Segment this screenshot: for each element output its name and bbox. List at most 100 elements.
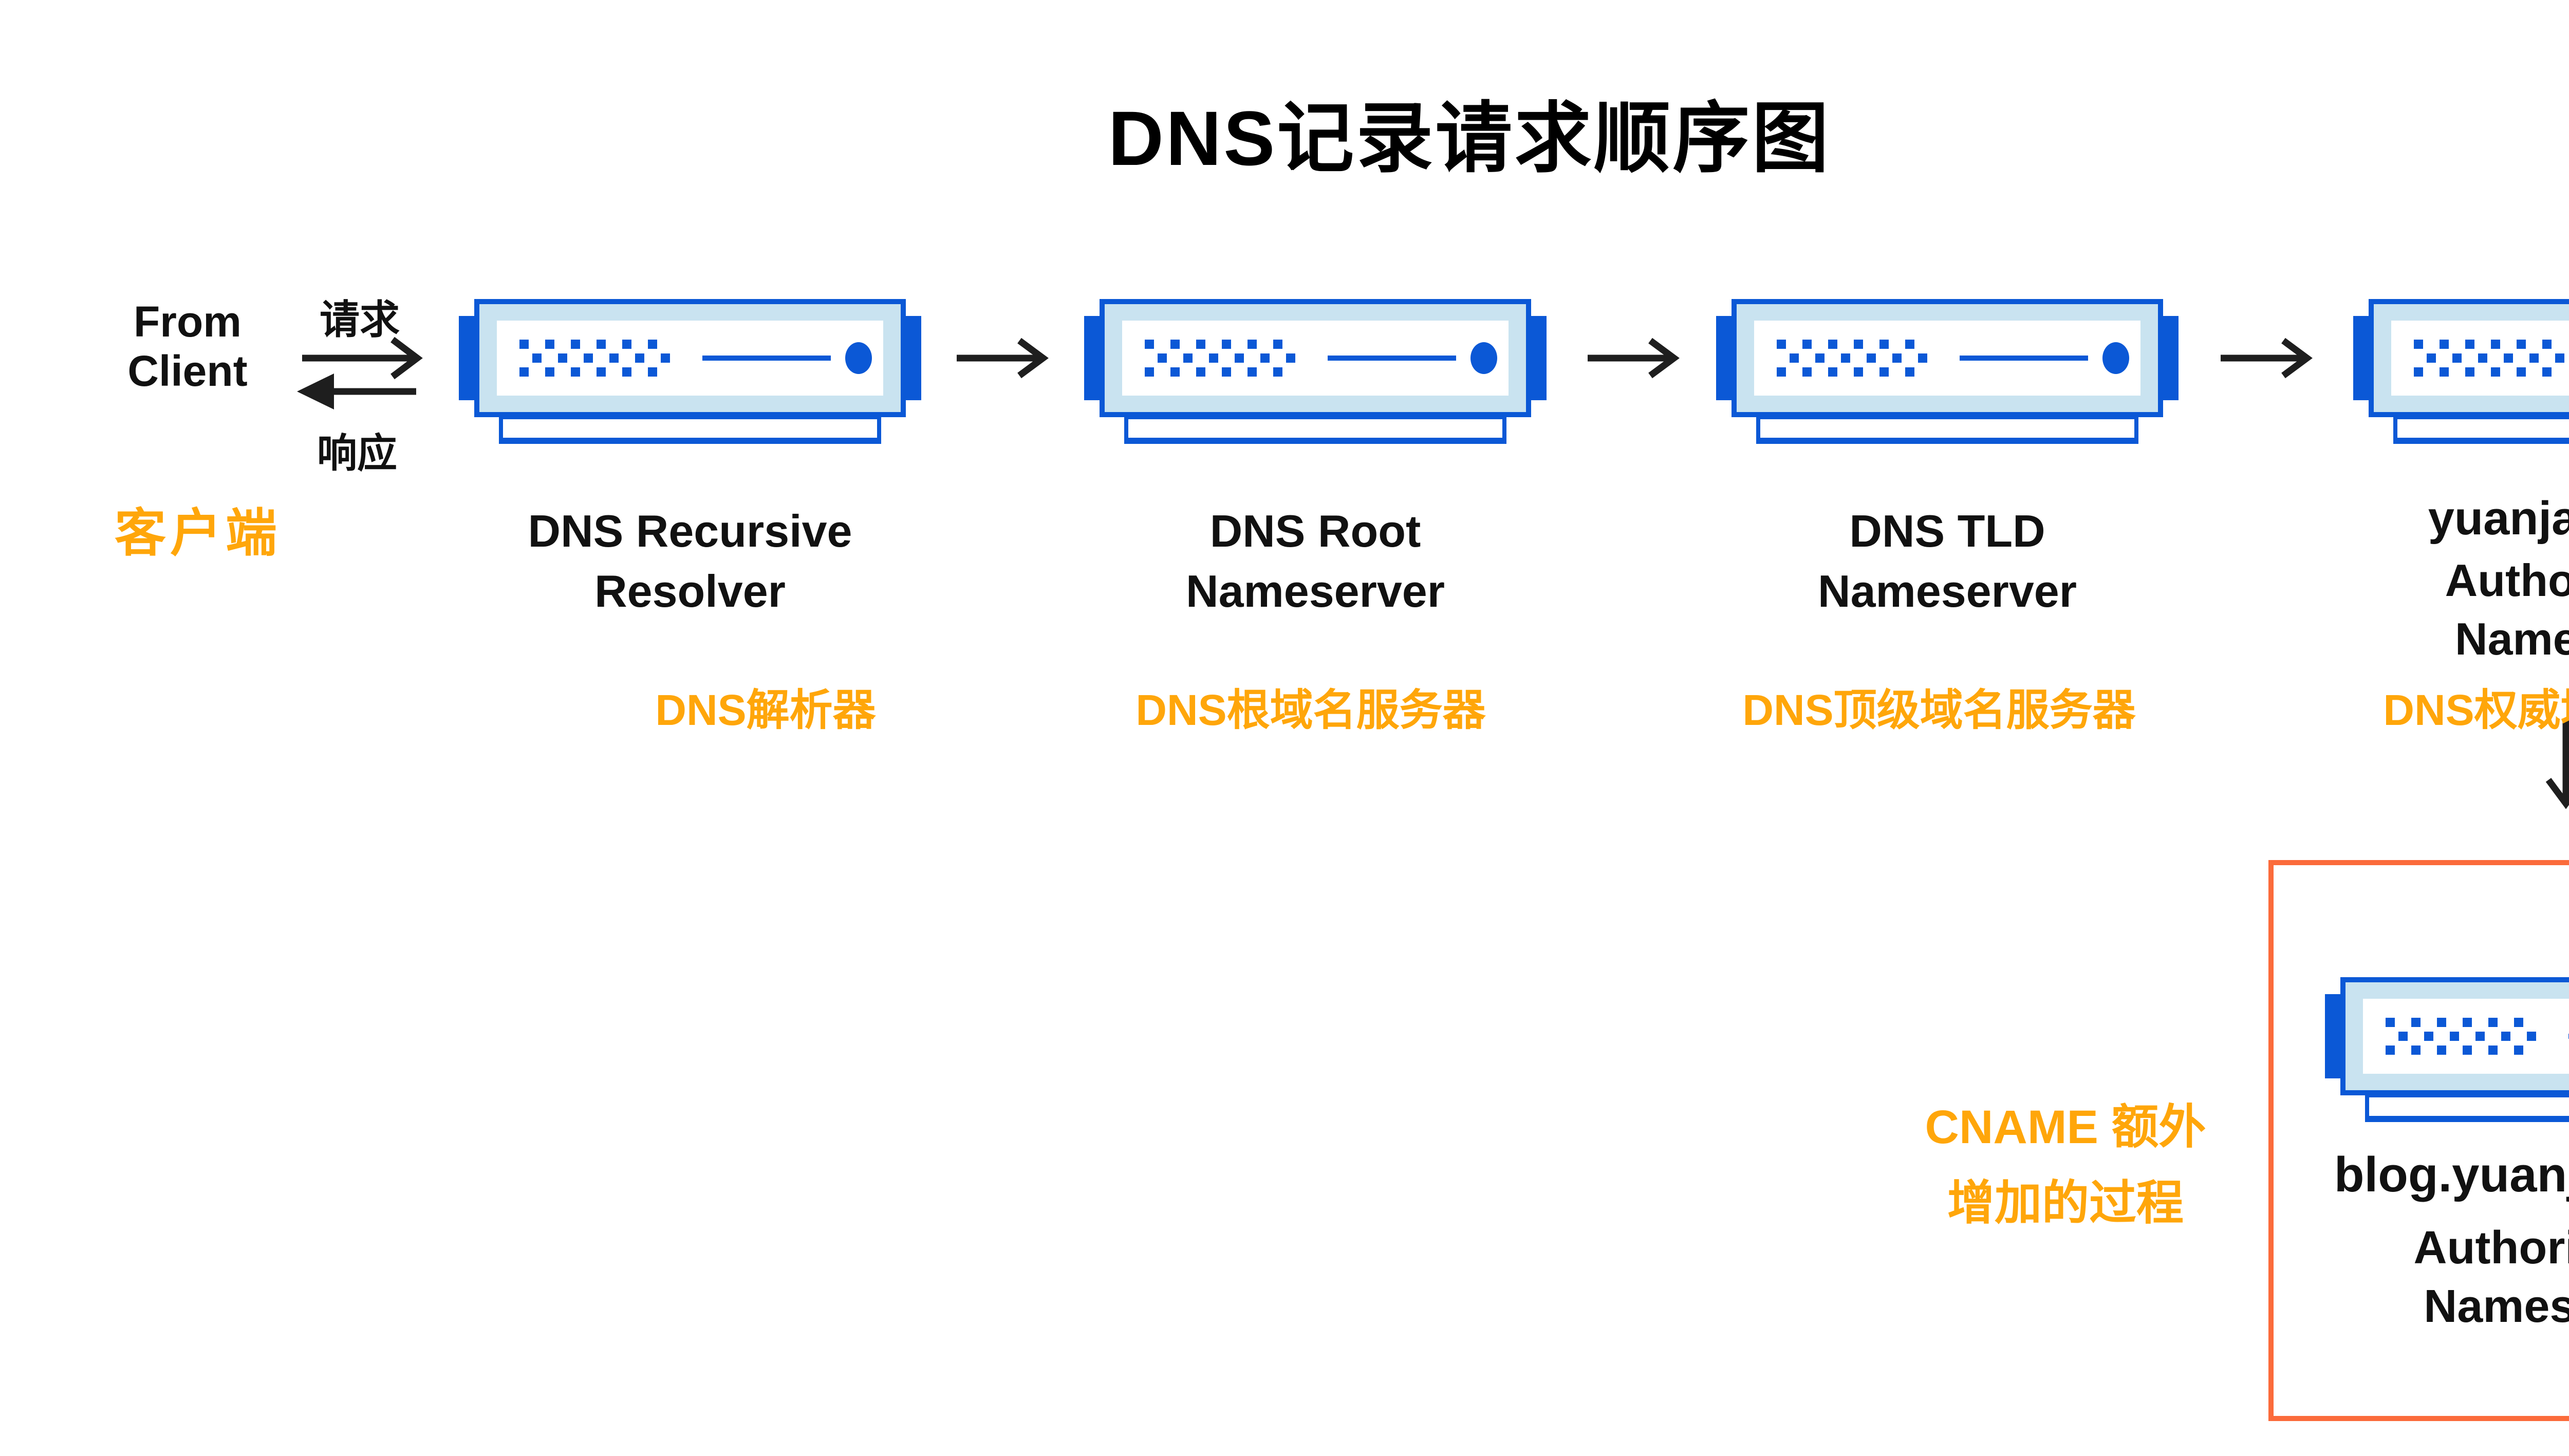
blog-domain-label: blog.yuanjava.com <box>2334 1147 2569 1202</box>
server-dot <box>1260 353 1270 363</box>
server-dot <box>2491 340 2500 349</box>
server-dot <box>1183 353 1193 363</box>
flow-arrow-right-icon-2 <box>1588 338 1680 379</box>
server-dot <box>1235 353 1244 363</box>
server-dot <box>597 367 606 377</box>
server-body <box>1100 299 1531 417</box>
server-dot <box>1802 340 1812 349</box>
server-dot-row <box>519 340 670 349</box>
server-dot <box>1170 340 1180 349</box>
server-dot <box>2542 367 2552 377</box>
server-dot-row <box>1158 353 1295 363</box>
server-icon-tld-nameserver <box>1716 299 2179 448</box>
server-dot <box>1828 340 1837 349</box>
server-dot-row <box>519 367 670 377</box>
server-dot-row <box>2386 1046 2536 1055</box>
server-dot <box>2440 367 2449 377</box>
server-label-zh-authoritative: DNS权威域名服务器 <box>2383 686 2569 734</box>
server-dot <box>1828 367 1837 377</box>
server-dot <box>1905 340 1914 349</box>
server-dot <box>2437 1046 2446 1055</box>
server-dot <box>2427 353 2436 363</box>
server-label-root-nameserver: DNS Root Nameserver <box>1033 501 1598 621</box>
response-label: 响应 <box>317 431 397 476</box>
server-dot <box>2475 1032 2485 1041</box>
server-dot <box>1170 367 1180 377</box>
server-dot <box>1867 353 1876 363</box>
server-dot <box>532 353 542 363</box>
server-dot <box>2488 1018 2498 1027</box>
server-label-line: DNS Root <box>1209 506 1421 556</box>
cname-note-line: 增加的过程 <box>1947 1177 2184 1229</box>
server-dot <box>2514 1046 2523 1055</box>
request-label: 请求 <box>319 297 400 342</box>
server-dot <box>1286 353 1295 363</box>
server-dot <box>1145 340 1154 349</box>
server-icon-blog-authoritative-nameserver <box>2325 977 2569 1126</box>
server-panel <box>497 321 883 396</box>
server-dot <box>635 353 644 363</box>
server-panel <box>1122 321 1509 396</box>
client-label-line2: Client <box>127 347 248 395</box>
server-dots-pattern <box>2414 340 2564 377</box>
server-panel <box>1754 321 2140 396</box>
flow-arrow-right-icon-1 <box>957 338 1049 379</box>
server-dot <box>558 353 567 363</box>
server-label-tld-nameserver: DNS TLD Nameserver <box>1665 501 2230 621</box>
server-dot <box>1905 367 1914 377</box>
server-dot <box>648 340 657 349</box>
server-dot <box>2529 353 2539 363</box>
server-dot-row <box>1145 340 1295 349</box>
server-label-line: Nameserver <box>1818 566 2077 617</box>
server-dot <box>1273 367 1282 377</box>
server-dot <box>2386 1046 2395 1055</box>
server-indicator-light <box>845 342 872 374</box>
arrow-head <box>2281 338 2313 379</box>
server-dot <box>519 367 529 377</box>
blog-label-line: Nameserver <box>2424 1281 2569 1332</box>
server-dot-row <box>2398 1032 2536 1041</box>
server-base <box>2365 1093 2569 1122</box>
server-dot <box>1879 340 1889 349</box>
server-dot-row <box>2427 353 2564 363</box>
server-line <box>702 356 831 361</box>
server-label-zh-tld: DNS顶级域名服务器 <box>1742 686 2136 734</box>
server-dot <box>1196 340 1205 349</box>
server-dot <box>1879 367 1889 377</box>
server-dots-pattern <box>2386 1018 2536 1055</box>
server-dot <box>622 340 631 349</box>
server-dot <box>1196 367 1205 377</box>
server-indicator-light <box>2102 342 2129 374</box>
server-dot <box>2437 1018 2446 1027</box>
server-label-line: Nameserver <box>2455 613 2569 664</box>
server-dot <box>1273 340 1282 349</box>
server-dot <box>2452 353 2462 363</box>
server-label-recursive-resolver: DNS Recursive Resolver <box>407 501 973 621</box>
server-line <box>1328 356 1456 361</box>
server-line <box>1960 356 2088 361</box>
blog-authoritative-label: Authoritative Nameserver <box>2274 1219 2569 1336</box>
server-base <box>1756 415 2138 444</box>
arrow-head <box>2545 778 2569 809</box>
server-body <box>474 299 906 417</box>
server-dot <box>519 340 529 349</box>
server-dot <box>2478 353 2487 363</box>
server-dot <box>1248 367 1257 377</box>
server-dot-row <box>2414 367 2564 377</box>
domain-label: yuanjava.com <box>2428 492 2569 545</box>
server-dot <box>2517 340 2526 349</box>
server-label-line: Resolver <box>594 566 786 617</box>
server-base <box>499 415 881 444</box>
server-dot <box>1802 367 1812 377</box>
server-dot <box>2504 353 2513 363</box>
cname-note: CNAME 额外 增加的过程 <box>1793 1089 2338 1241</box>
server-dot <box>2411 1046 2421 1055</box>
server-dot <box>2542 340 2552 349</box>
server-dot <box>2527 1032 2536 1041</box>
server-base <box>1124 415 1506 444</box>
client-label: From Client <box>59 297 316 396</box>
server-dot <box>2514 1018 2523 1027</box>
server-dot <box>2488 1046 2498 1055</box>
server-dot <box>545 340 554 349</box>
